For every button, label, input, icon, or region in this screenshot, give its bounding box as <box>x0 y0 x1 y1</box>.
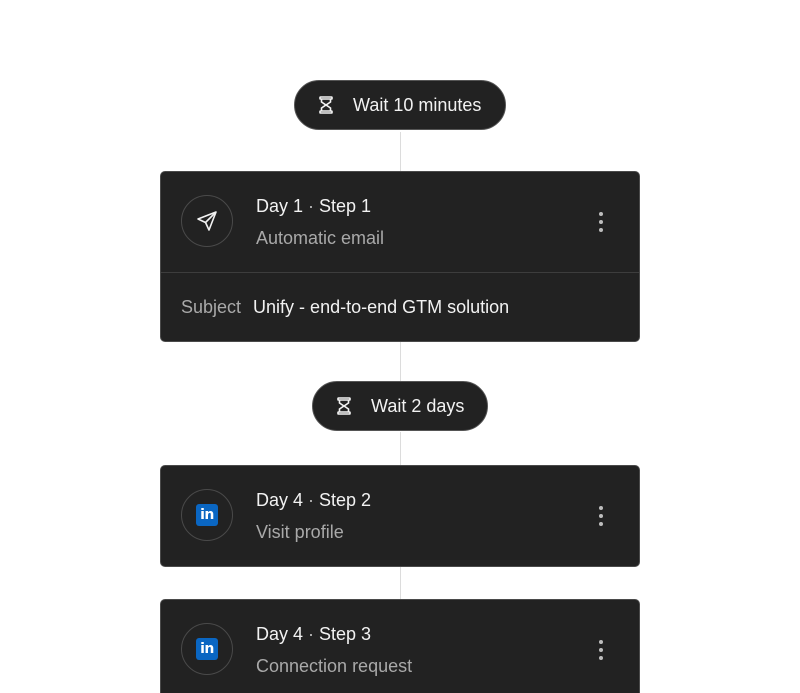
connector-line <box>400 566 401 600</box>
separator-dot: · <box>308 196 315 216</box>
step-type: Automatic email <box>256 228 385 248</box>
step-title: Day 1·Step 1 <box>256 196 371 217</box>
step-card[interactable]: in Day 4·Step 2 Visit profile <box>160 465 640 567</box>
step-day: Day 4 <box>256 624 304 644</box>
step-icon-container: in <box>181 489 233 541</box>
step-card-header: in Day 4·Step 3 Connection request <box>161 600 639 693</box>
step-detail-row: Subject Unify - end-to-end GTM solution <box>161 272 639 341</box>
step-type: Visit profile <box>256 522 344 542</box>
step-card-header: Day 1·Step 1 Automatic email <box>161 172 639 272</box>
step-number: Step 1 <box>319 196 372 216</box>
step-title: Day 4·Step 2 <box>256 490 371 511</box>
wait-label: Wait 10 minutes <box>353 94 482 115</box>
step-card[interactable]: in Day 4·Step 3 Connection request <box>160 599 640 693</box>
send-icon <box>197 211 217 231</box>
linkedin-icon: in <box>196 504 218 526</box>
step-number: Step 3 <box>319 624 372 644</box>
step-day: Day 4 <box>256 490 304 510</box>
step-number: Step 2 <box>319 490 372 510</box>
step-card[interactable]: Day 1·Step 1 Automatic email Subject Uni… <box>160 171 640 342</box>
step-icon-container: in <box>181 623 233 675</box>
step-card-header: in Day 4·Step 2 Visit profile <box>161 466 639 566</box>
step-type: Connection request <box>256 656 413 676</box>
hourglass-icon <box>319 96 333 114</box>
wait-step-pill[interactable]: Wait 2 days <box>312 381 488 431</box>
wait-label: Wait 2 days <box>371 395 465 416</box>
subject-label: Subject <box>181 296 242 317</box>
more-options-icon[interactable] <box>597 640 605 660</box>
subject-value: Unify - end-to-end GTM solution <box>253 296 510 317</box>
step-title: Day 4·Step 3 <box>256 624 371 645</box>
more-options-icon[interactable] <box>597 506 605 526</box>
connector-line <box>400 342 401 382</box>
linkedin-icon: in <box>196 638 218 660</box>
step-day: Day 1 <box>256 196 304 216</box>
separator-dot: · <box>308 624 315 644</box>
connector-line <box>400 132 401 172</box>
hourglass-icon <box>337 397 351 415</box>
more-options-icon[interactable] <box>597 212 605 232</box>
step-icon-container <box>181 195 233 247</box>
separator-dot: · <box>308 490 315 510</box>
connector-line <box>400 432 401 466</box>
wait-step-pill[interactable]: Wait 10 minutes <box>294 80 506 130</box>
